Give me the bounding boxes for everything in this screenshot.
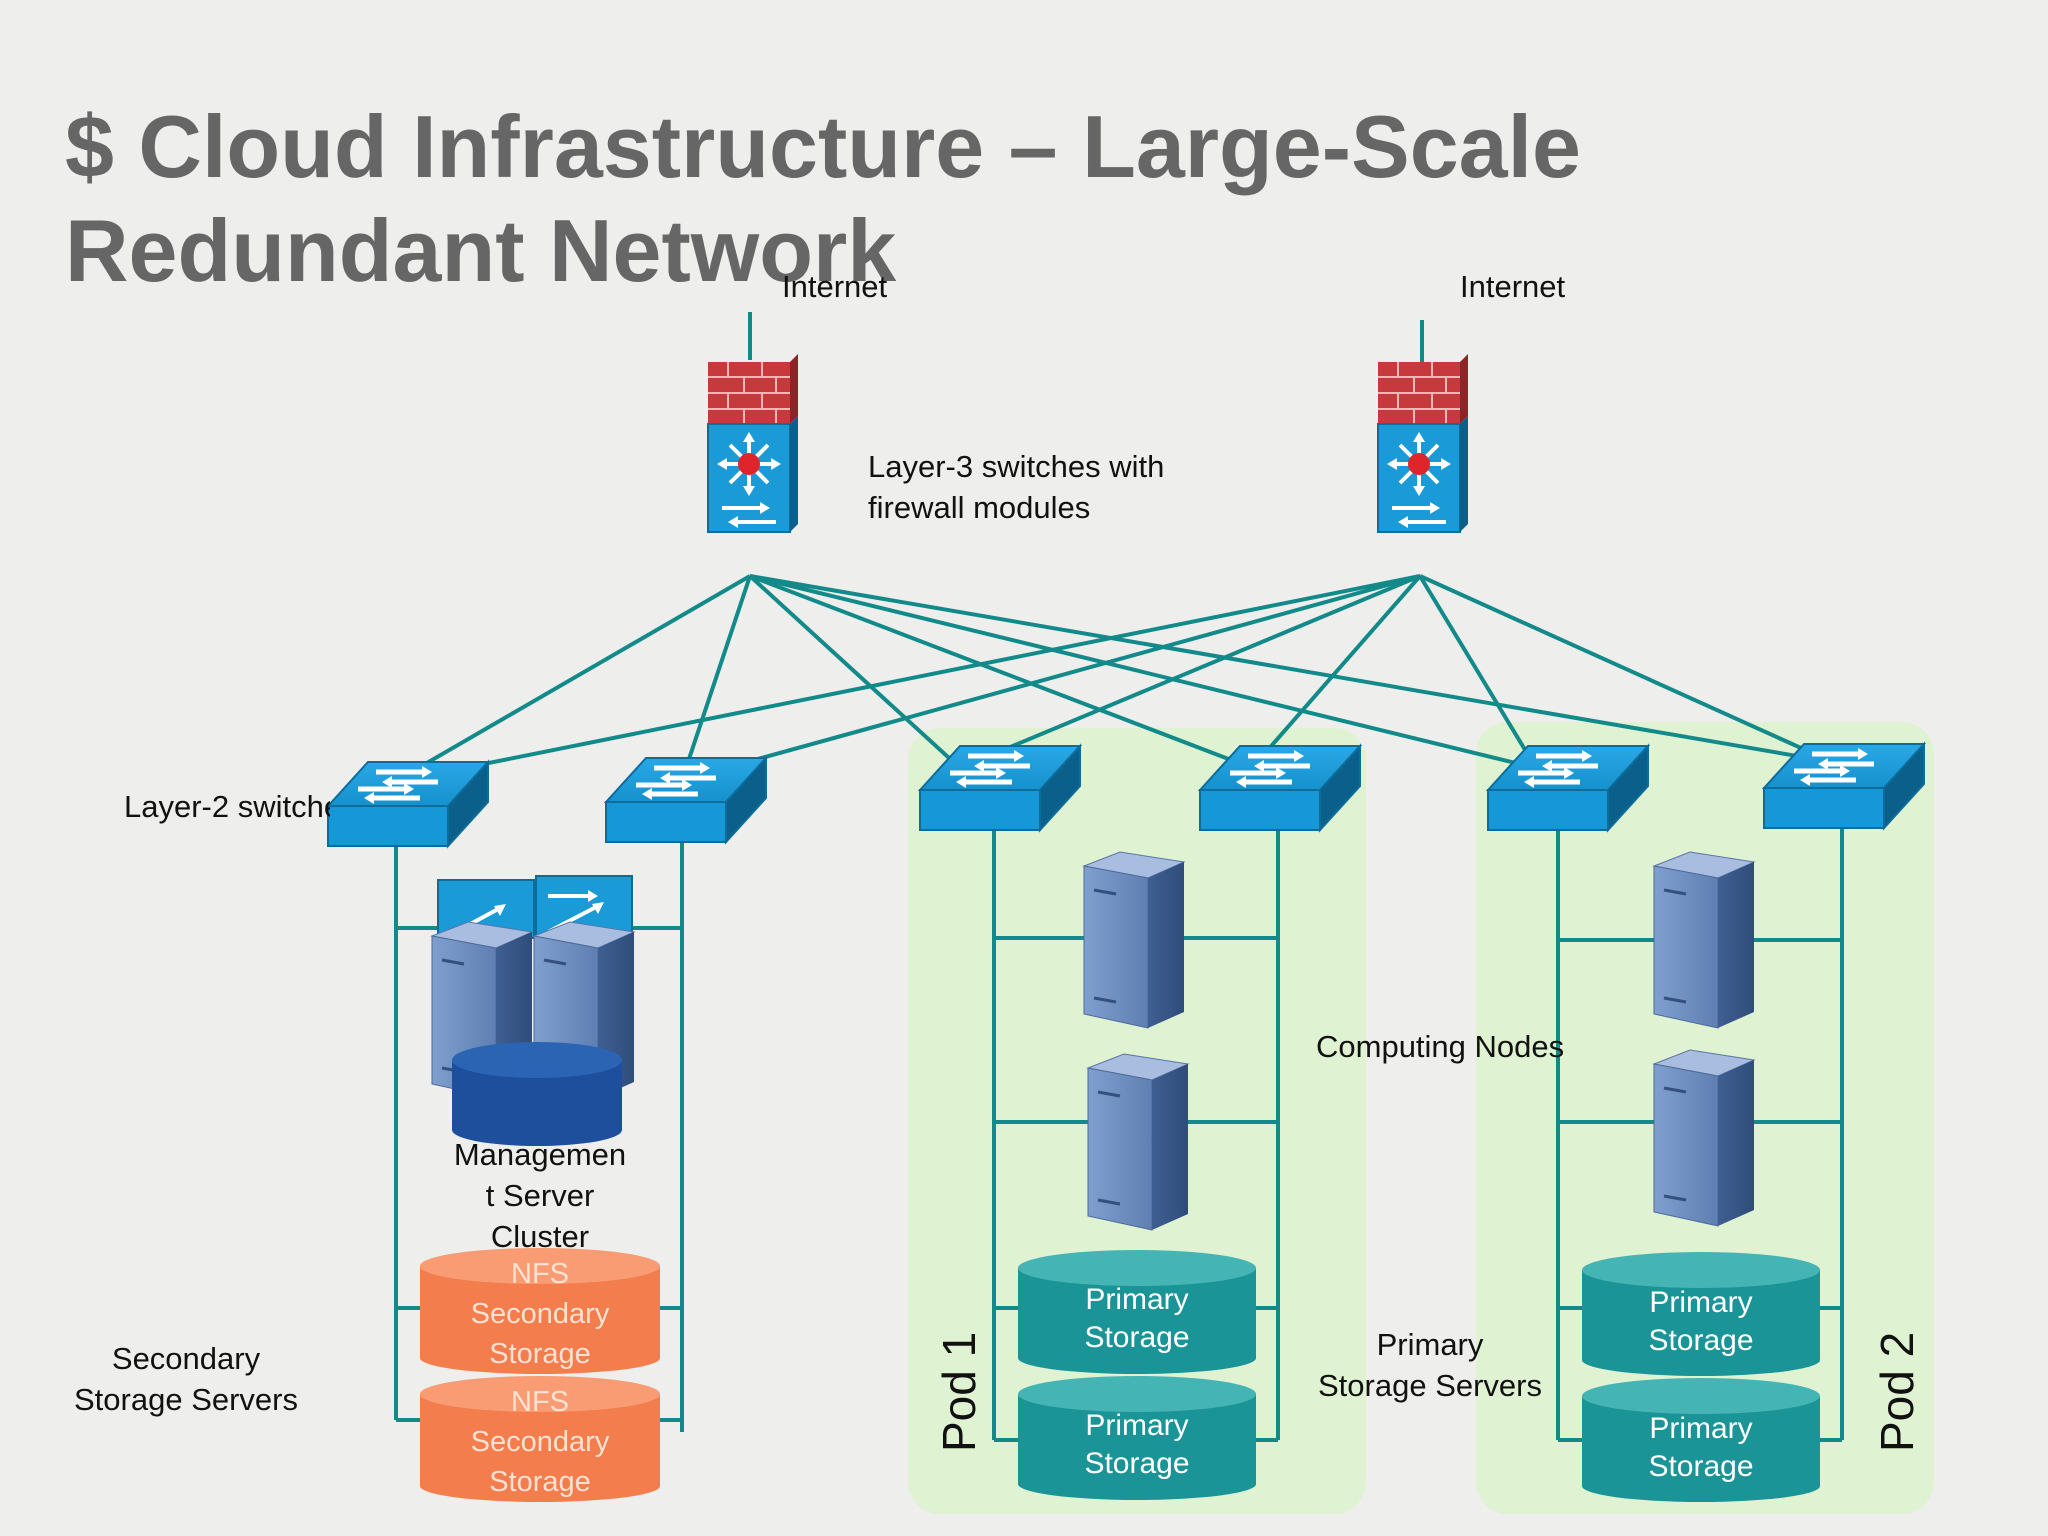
nfs-storage-label-line-3: Storage [489,1338,591,1370]
nfs-storage-label-line-1: NFS [511,1386,569,1418]
secondary-storage-label-line-1: Secondary [111,1341,261,1376]
storage-cylinder-icon [420,1376,660,1502]
primary-storage-servers-label-line-2: Storage Servers [1318,1368,1542,1403]
nfs-storage-label-line-3: Storage [489,1466,591,1498]
secondary-storage-label: Secondary Storage Servers [54,1338,318,1420]
storage-cylinder-icon [1582,1252,1820,1376]
nfs-storage-label: NFS Secondary Storage [420,1382,660,1502]
primary-storage-label-line-2: Storage [1648,1450,1754,1483]
management-label-line-2: t Server [485,1178,595,1213]
nfs-storage-label-line-2: Secondary [470,1298,610,1330]
management-database-icon [452,1042,622,1146]
layer3-label-line-1: Layer-3 switches with [868,449,1165,484]
firewall-switch-icon [1376,352,1470,534]
primary-storage-label-line-1: Primary [1649,1286,1753,1319]
title-line-1: $ Cloud Infrastructure – Large-Scale [65,97,1581,196]
primary-storage-label: Primary Storage [1018,1281,1256,1357]
primary-storage-label-line-1: Primary [1085,1283,1189,1316]
pod1-label: Pod 1 [933,1331,985,1452]
server-icon [1086,1052,1190,1232]
internet-label-left: Internet [782,269,888,304]
server-icon [1652,850,1756,1030]
layer2-switch-icon [328,762,488,846]
primary-storage-servers-label: Primary Storage Servers [1300,1324,1560,1406]
primary-storage-label: Primary Storage [1582,1410,1820,1486]
storage-cylinder-icon [1018,1376,1256,1500]
nfs-storage-label-line-1: NFS [511,1258,569,1290]
firewall-switch-icon [706,352,800,534]
management-label: Managemen t Server Cluster [434,1134,646,1257]
layer2-switch-icon [606,758,766,842]
primary-storage-label-line-2: Storage [1648,1324,1754,1357]
management-label-line-3: Cluster [490,1219,590,1254]
nfs-storage-label-line-2: Secondary [470,1426,610,1458]
computing-nodes-label: Computing Nodes [1316,1029,1565,1064]
layer2-label: Layer-2 switches [124,789,330,824]
primary-storage-servers-label-line-1: Primary [1376,1327,1484,1362]
management-label-line-1: Managemen [453,1137,627,1172]
nfs-storage-label: NFS Secondary Storage [420,1254,660,1374]
storage-cylinder-icon [1018,1250,1256,1374]
server-icon [1082,850,1186,1030]
storage-cylinder-icon [1582,1378,1820,1502]
primary-storage-label-line-2: Storage [1084,1321,1190,1354]
management-switch-icon [437,875,633,939]
layer3-label-line-2: firewall modules [868,490,1091,525]
primary-storage-label-line-1: Primary [1085,1409,1189,1442]
primary-storage-label-line-2: Storage [1084,1447,1190,1480]
title-line-2: Redundant Network [65,201,897,300]
internet-label-right: Internet [1460,269,1566,304]
server-icon [1652,1048,1756,1228]
secondary-storage-label-line-2: Storage Servers [74,1382,298,1417]
pod2-label: Pod 2 [1871,1331,1923,1452]
layer3-label: Layer-3 switches with firewall modules [868,446,1164,528]
primary-storage-label-line-1: Primary [1649,1412,1753,1445]
primary-storage-label: Primary Storage [1582,1284,1820,1360]
storage-cylinder-icon [420,1248,660,1374]
slide-title: $ Cloud Infrastructure – Large-Scale Red… [65,95,1581,303]
primary-storage-label: Primary Storage [1018,1407,1256,1483]
core-links [392,574,1833,784]
